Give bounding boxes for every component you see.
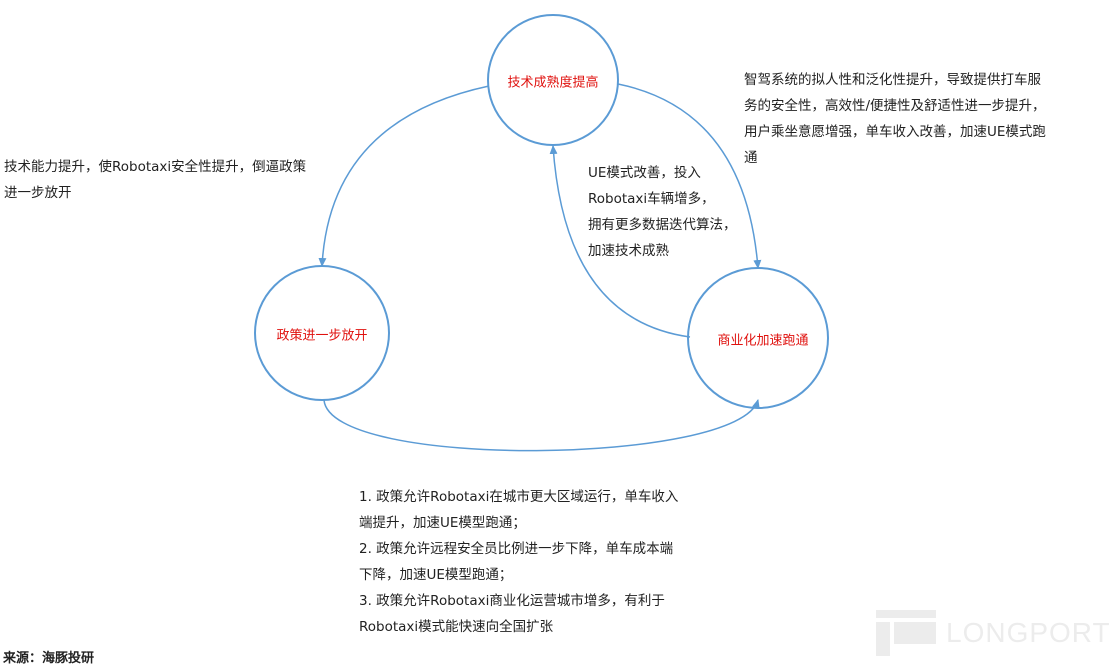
note-line: 技术能力提升，使Robotaxi安全性提升，倒逼政策 — [4, 159, 307, 175]
note-line: 2. 政策允许远程安全员比例进一步下降，单车成本端 — [359, 541, 674, 557]
node-policy-label: 政策进一步放开 — [276, 328, 368, 344]
source-label: 来源：海豚投研 — [3, 651, 95, 666]
note-line: 务的安全性，高效性/便捷性及舒适性进一步提升， — [744, 98, 1046, 114]
watermark: LONGPORT — [876, 610, 1111, 656]
note-policy-to-commercial: 1. 政策允许Robotaxi在城市更大区域运行，单车收入 端提升，加速UE模型… — [359, 484, 678, 640]
note-line: 端提升，加速UE模型跑通； — [359, 515, 526, 531]
note-line: UE模式改善，投入 — [588, 165, 701, 181]
arrow-tech-to-commercial — [617, 83, 762, 269]
note-line: Robotaxi车辆增多， — [588, 191, 715, 207]
node-commercial-label: 商业化加速跑通 — [717, 333, 809, 349]
arrow-policy-to-commercial — [323, 399, 760, 452]
note-line: Robotaxi模式能快速向全国扩张 — [359, 619, 554, 635]
note-line: 1. 政策允许Robotaxi在城市更大区域运行，单车收入 — [359, 489, 679, 505]
note-line: 进一步放开 — [4, 185, 72, 201]
node-tech-label: 技术成熟度提高 — [507, 75, 599, 91]
watermark-text: LONGPORT — [946, 617, 1111, 648]
note-tech-to-policy: 技术能力提升，使Robotaxi安全性提升，倒逼政策 进一步放开 — [4, 154, 306, 206]
longport-logo-icon — [876, 610, 936, 656]
note-line: 3. 政策允许Robotaxi商业化运营城市增多，有利于 — [359, 593, 665, 609]
note-line: 智驾系统的拟人性和泛化性提升，导致提供打车服 — [744, 72, 1041, 88]
arrow-tech-to-policy — [318, 85, 490, 267]
arrow-commercial-to-tech — [549, 145, 691, 338]
note-line: 加速技术成熟 — [588, 243, 669, 259]
note-line: 下降，加速UE模型跑通； — [359, 567, 513, 583]
note-line: 用户乘坐意愿增强，单车收入改善，加速UE模式跑 — [744, 124, 1046, 140]
note-line: 拥有更多数据迭代算法， — [588, 217, 737, 233]
note-tech-to-commercial: 智驾系统的拟人性和泛化性提升，导致提供打车服 务的安全性，高效性/便捷性及舒适性… — [744, 67, 1046, 171]
note-commercial-to-tech: UE模式改善，投入 Robotaxi车辆增多， 拥有更多数据迭代算法， 加速技术… — [588, 160, 737, 264]
node-tech-circle — [487, 14, 619, 146]
note-line: 通 — [744, 150, 758, 166]
